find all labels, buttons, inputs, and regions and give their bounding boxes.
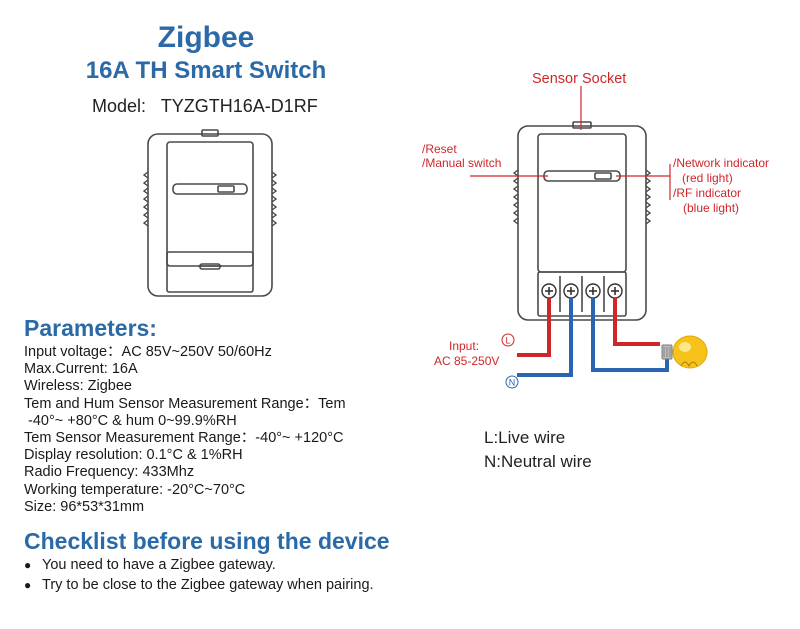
parameters-heading: Parameters: bbox=[24, 315, 157, 341]
input-range-label: AC 85-250V bbox=[434, 354, 499, 368]
red-light-label: (red light) bbox=[682, 171, 733, 185]
param-radio-frequency: Radio Frequency: 433Mhz bbox=[24, 464, 195, 481]
param-th-sensor-range: Tem and Hum Sensor Measurement Range：Tem bbox=[24, 395, 346, 412]
reset-label: /Reset bbox=[422, 142, 457, 156]
light-bulb-icon bbox=[661, 335, 708, 369]
checklist-item-text: You need to have a Zigbee gateway. bbox=[42, 557, 276, 573]
input-label: Input: bbox=[449, 339, 479, 353]
param-input-voltage: Input voltage：AC 85V~250V 50/60Hz bbox=[24, 344, 272, 360]
wiring-diagram: L N Sensor Socket /Reset /Manual switch … bbox=[422, 71, 769, 389]
param-wireless: Wireless: Zigbee bbox=[24, 378, 132, 395]
checklist-item: ● Try to be close to the Zigbee gateway w… bbox=[24, 575, 374, 595]
product-brand-title: Zigbee bbox=[157, 21, 255, 54]
neutral-symbol-icon: N bbox=[505, 375, 519, 389]
param-size: Size: 96*53*31mm bbox=[24, 498, 145, 515]
live-symbol-icon: L bbox=[501, 333, 515, 347]
neutral-symbol-label: N bbox=[509, 378, 516, 388]
checklist-list: ● You need to have a Zigbee gateway. ● Try… bbox=[24, 555, 374, 595]
param-th-sensor-range-cont: -40°~ +80°C & hum 0~99.9%RH bbox=[24, 412, 237, 429]
parameters-list: Input voltage：AC 85V~250V 50/60Hz Max.Cu… bbox=[24, 344, 404, 516]
network-indicator-label: /Network indicator bbox=[673, 156, 769, 170]
bullet-icon: ● bbox=[24, 558, 32, 572]
legend-live-wire: L:Live wire bbox=[484, 428, 566, 447]
param-working-temperature: Working temperature: -20°C~70°C bbox=[24, 481, 246, 498]
checklist-item: ● You need to have a Zigbee gateway. bbox=[24, 555, 374, 575]
param-max-current: Max.Current: 16A bbox=[24, 361, 138, 378]
device-body bbox=[517, 121, 647, 321]
checklist-item-text: Try to be close to the Zigbee gateway wh… bbox=[42, 577, 374, 593]
legend-neutral-wire: N:Neutral wire bbox=[484, 452, 592, 471]
param-display-resolution: Display resolution: 0.1°C & 1%RH bbox=[24, 447, 243, 464]
manual-switch-label: /Manual switch bbox=[422, 156, 501, 170]
checklist-heading: Checklist before using the device bbox=[24, 528, 390, 554]
param-tem-sensor-range: Tem Sensor Measurement Range：-40°~ +120°… bbox=[24, 430, 344, 447]
model-number: Model: TYZGTH16A-D1RF bbox=[92, 96, 318, 116]
sensor-socket-label: Sensor Socket bbox=[532, 71, 626, 87]
rf-indicator-label: /RF indicator bbox=[673, 186, 741, 200]
bullet-icon: ● bbox=[24, 578, 32, 592]
product-name-title: 16A TH Smart Switch bbox=[85, 57, 327, 84]
blue-light-label: (blue light) bbox=[683, 201, 739, 215]
device-front-illustration bbox=[142, 129, 278, 297]
live-symbol-label: L bbox=[505, 336, 510, 346]
